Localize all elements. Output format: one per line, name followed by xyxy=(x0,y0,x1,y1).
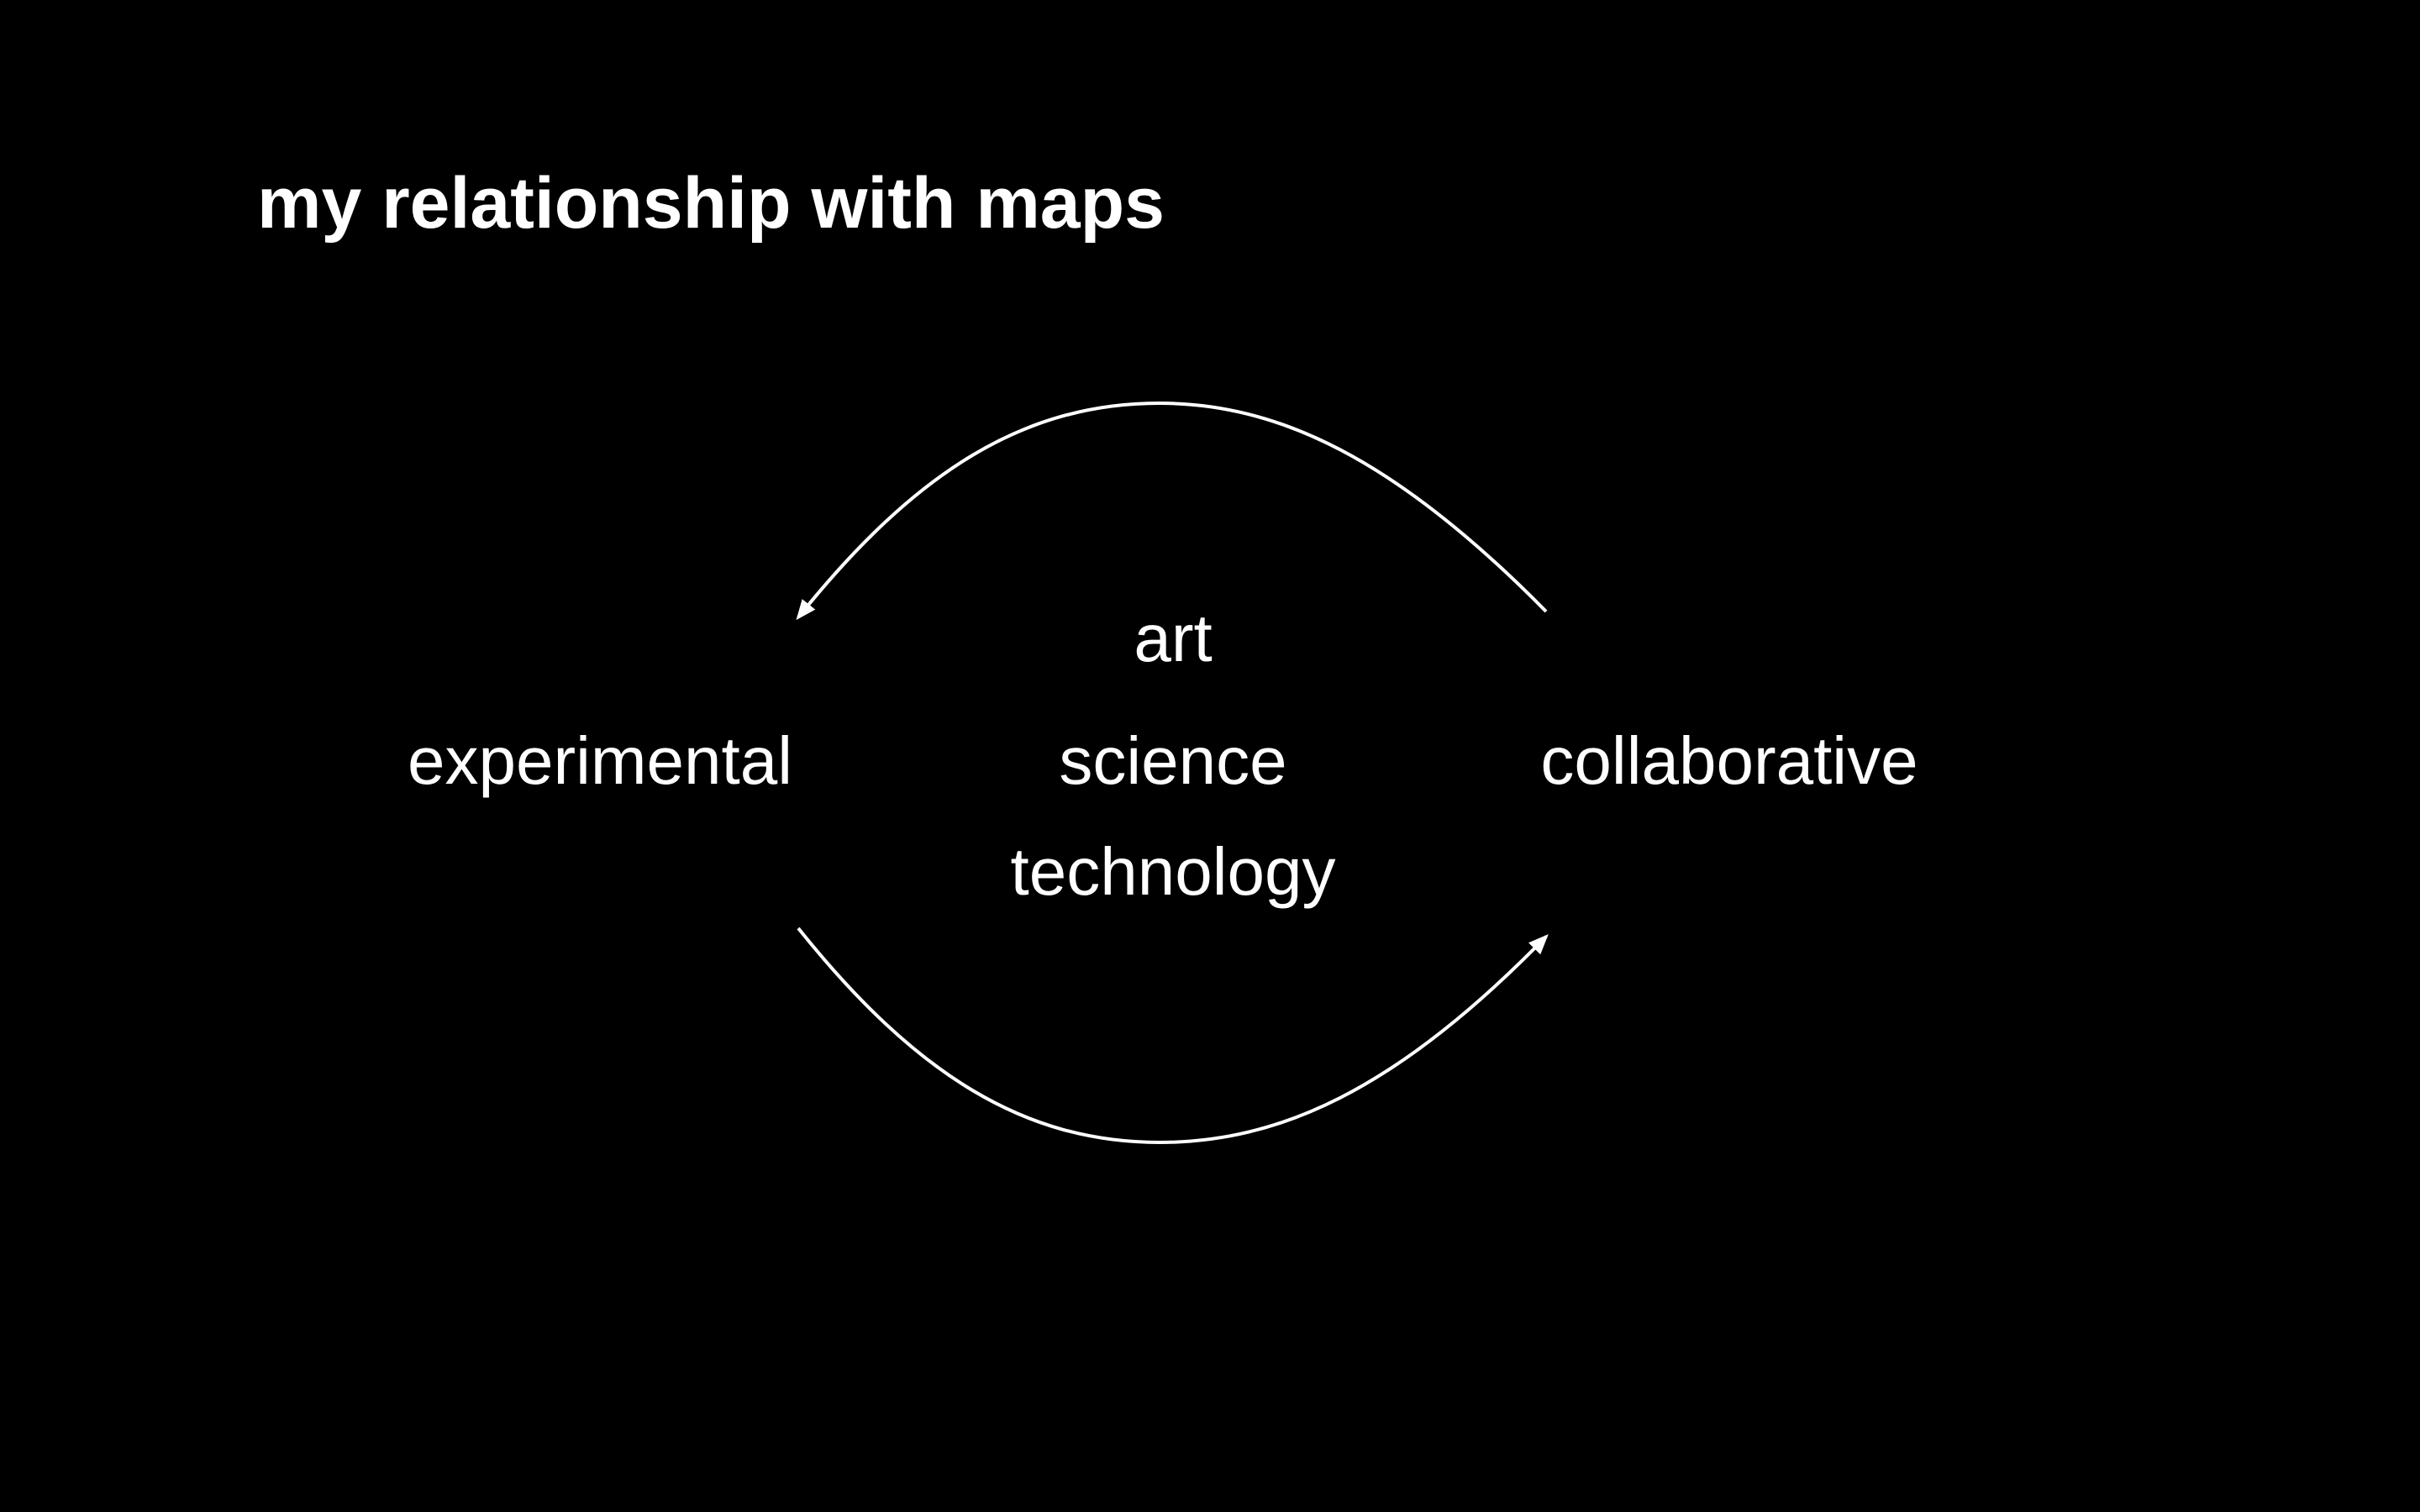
center-item-science: science xyxy=(1059,723,1287,798)
center-item-technology: technology xyxy=(1010,834,1336,909)
slide-title: my relationship with maps xyxy=(257,163,1165,244)
arrow-experimental-to-collaborative xyxy=(797,927,1549,1145)
arrow-collaborative-to-experimental xyxy=(796,401,1548,621)
node-collaborative: collaborative xyxy=(1540,723,1918,798)
node-experimental: experimental xyxy=(407,723,793,798)
center-item-art: art xyxy=(1134,601,1213,675)
